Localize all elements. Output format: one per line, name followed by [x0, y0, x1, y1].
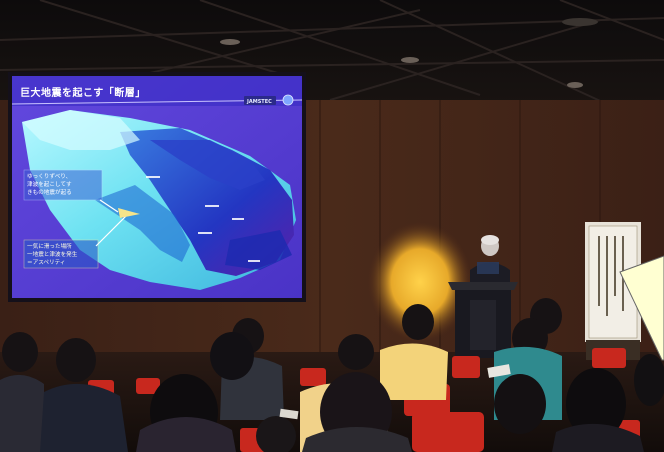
note-box-top — [23, 169, 103, 201]
vertical-banner — [585, 222, 641, 360]
slide-note-top: ゆっくりずべり、 津波を起こしてす きもの地震が起る — [27, 173, 72, 197]
slide-pointers — [95, 199, 140, 247]
slide-logo-text: JAMSTEC — [247, 99, 272, 105]
spotlight — [368, 222, 472, 342]
terrain-label-marks — [146, 176, 260, 262]
slide-note-line: 一気に滑った場所 — [27, 244, 72, 250]
slide-logo-mark — [282, 94, 294, 106]
slide-note-line: ＝アスペリティ — [27, 260, 66, 266]
note-box-bottom — [23, 239, 99, 269]
ceiling-truss — [0, 0, 664, 111]
slide-note-line: 一地震と津波を発生 — [27, 252, 78, 258]
slide-note-line: ゆっくりずべり、 — [27, 174, 72, 180]
audience — [0, 298, 664, 452]
slide-note-bottom: 一気に滑った場所 一地震と津波を発生 ＝アスペリティ — [27, 243, 77, 267]
slide-title: 巨大地震を起こす「断層」 — [20, 88, 146, 99]
slide-note-line: 津波を起こしてす — [27, 182, 72, 188]
slide-logo-badge — [244, 96, 276, 105]
ceiling-lights — [220, 18, 598, 88]
podium — [448, 282, 518, 358]
callout-bubble — [619, 255, 664, 361]
slide-note-line: きもの地震が起る — [27, 190, 72, 196]
